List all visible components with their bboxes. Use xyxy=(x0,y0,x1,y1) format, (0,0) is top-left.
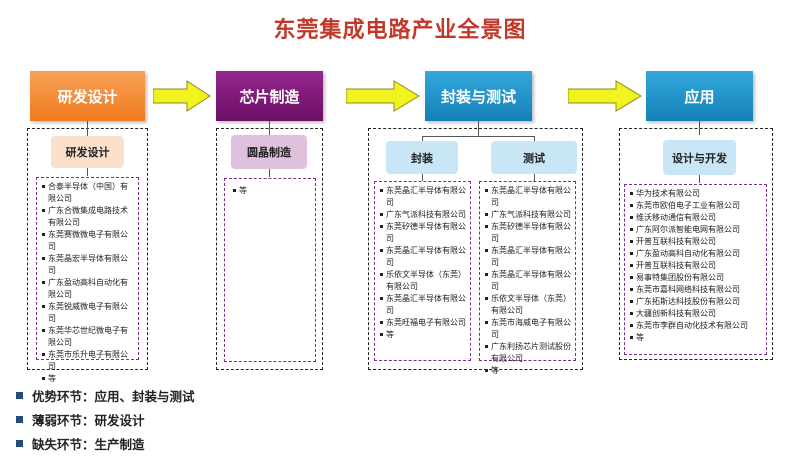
connector-line xyxy=(269,121,270,129)
company-list-item: 广东利扬芯片测试股份有限公司 xyxy=(485,341,573,365)
packaging-outer-box xyxy=(368,128,583,370)
design-company-list-box: 合泰半导体（中国）有限公司广东合微集成电路技术有限公司东莞赛微微电子有限公司东莞… xyxy=(36,177,139,383)
app-company-list: 华为技术有限公司东莞市欧伯电子工业有限公司维沃移动通信有限公司广东阿尔派智能电网… xyxy=(630,188,764,344)
company-list-item: 等 xyxy=(42,373,135,385)
stage-chip-manufacturing: 芯片制造 xyxy=(216,71,323,121)
company-list-item: 东莞市乐升电子有限公司 xyxy=(42,349,135,373)
packaging-sub-label: 封装 xyxy=(386,141,458,174)
company-list-item: 东莞锐威微电子有限公司 xyxy=(42,301,135,325)
company-list-item: 合泰半导体（中国）有限公司 xyxy=(42,181,135,205)
connector-line xyxy=(699,128,700,135)
company-list-item: 等 xyxy=(630,332,764,344)
design-sub-label: 研发设计 xyxy=(51,136,124,168)
legend-missing: 缺失环节：生产制造 xyxy=(16,434,145,453)
company-list-item: 乐依文半导体（东莞）有限公司 xyxy=(485,293,573,317)
wafer-company-list: 等 xyxy=(233,185,312,197)
connector-line xyxy=(699,175,700,183)
connector-line xyxy=(534,136,535,141)
stage-application: 应用 xyxy=(646,71,753,121)
company-list-item: 东莞市欧伯电子工业有限公司 xyxy=(630,200,764,212)
company-list-item: 东莞矽德半导体有限公司 xyxy=(380,221,468,245)
arrow-icon xyxy=(346,80,420,112)
company-list-item: 广东盈动高科自动化有限公司 xyxy=(42,277,135,301)
company-list-item: 东莞晶汇半导体有限公司 xyxy=(380,185,468,209)
company-list-item: 广东拓斯达科技股份有限公司 xyxy=(630,296,764,308)
app-sub-label-text: 设计与开发 xyxy=(672,151,727,165)
company-list-item: 广东气派科技有限公司 xyxy=(380,209,468,221)
stage-chip-manufacturing-label: 芯片制造 xyxy=(239,87,300,106)
connector-line xyxy=(422,136,534,137)
connector-line xyxy=(478,121,479,129)
connector-line xyxy=(269,128,270,135)
application-outer-box xyxy=(619,128,773,360)
connector-line xyxy=(478,128,479,136)
company-list-item: 等 xyxy=(233,185,312,197)
company-list-item: 等 xyxy=(485,365,573,377)
company-list-item: 开普互联科技有限公司 xyxy=(630,260,764,272)
square-bullet-icon xyxy=(16,416,23,423)
company-list-item: 东莞市嘉科网络科技有限公司 xyxy=(630,284,764,296)
company-list-item: 东莞晶宏半导体有限公司 xyxy=(42,253,135,277)
connector-line xyxy=(422,174,423,181)
connector-line xyxy=(269,169,270,177)
stage-packaging-testing-label: 封装与测试 xyxy=(440,87,516,106)
company-list-item: 东莞市海威电子有限公司 xyxy=(485,317,573,341)
wafer-sub-label-text: 圆晶制造 xyxy=(247,146,291,159)
company-list-item: 东莞赛微微电子有限公司 xyxy=(42,229,135,253)
legend-weak: 薄弱环节：研发设计 xyxy=(16,410,145,429)
company-list-item: 广东合微集成电路技术有限公司 xyxy=(42,205,135,229)
company-list-item: 乐依文半导体（东莞）有限公司 xyxy=(380,269,468,293)
stage-application-label: 应用 xyxy=(684,87,715,106)
square-bullet-icon xyxy=(16,440,23,447)
legend-weak-text: 薄弱环节：研发设计 xyxy=(32,413,145,428)
packaging-company-list: 东莞晶汇半导体有限公司广东气派科技有限公司东莞矽德半导体有限公司东莞晶汇半导体有… xyxy=(380,185,468,341)
testing-sub-label-text: 测试 xyxy=(523,151,545,165)
arrow-icon xyxy=(153,80,211,112)
page-title: 东莞集成电路产业全景图 xyxy=(273,18,527,43)
wafer-company-list-box: 等 xyxy=(224,178,316,362)
legend-advantage: 优势环节：应用、封装与测试 xyxy=(16,386,195,405)
company-list-item: 华为技术有限公司 xyxy=(630,188,764,200)
square-bullet-icon xyxy=(16,392,23,399)
connector-line xyxy=(87,128,88,136)
app-sub-label: 设计与开发 xyxy=(663,140,736,175)
legend-advantage-text: 优势环节：应用、封装与测试 xyxy=(32,389,195,404)
company-list-item: 东莞晶汇半导体有限公司 xyxy=(485,185,573,209)
company-list-item: 东莞矽德半导体有限公司 xyxy=(485,221,573,245)
arrow-icon xyxy=(568,80,642,112)
connector-line xyxy=(699,121,700,129)
company-list-item: 东莞市李群自动化技术有限公司 xyxy=(630,320,764,332)
company-list-item: 广东盈动高科自动化有限公司 xyxy=(630,248,764,260)
company-list-item: 易事特集团股份有限公司 xyxy=(630,272,764,284)
company-list-item: 东莞晶汇半导体有限公司 xyxy=(485,269,573,293)
packaging-sub-label-text: 封装 xyxy=(411,151,433,165)
connector-line xyxy=(534,174,535,181)
connector-line xyxy=(422,136,423,141)
testing-company-list: 东莞晶汇半导体有限公司广东气派科技有限公司东莞矽德半导体有限公司东莞晶汇半导体有… xyxy=(485,185,573,377)
company-list-item: 东莞旺福电子有限公司 xyxy=(380,317,468,329)
packaging-company-list-box: 东莞晶汇半导体有限公司广东气派科技有限公司东莞矽德半导体有限公司东莞晶汇半导体有… xyxy=(374,181,471,361)
design-company-list: 合泰半导体（中国）有限公司广东合微集成电路技术有限公司东莞赛微微电子有限公司东莞… xyxy=(42,181,135,385)
wafer-sub-label: 圆晶制造 xyxy=(231,135,307,169)
company-list-item: 广东气派科技有限公司 xyxy=(485,209,573,221)
company-list-item: 广东阿尔派智能电网有限公司 xyxy=(630,224,764,236)
company-list-item: 等 xyxy=(380,329,468,341)
company-list-item: 开普互联科技有限公司 xyxy=(630,236,764,248)
stage-design: 研发设计 xyxy=(30,71,145,121)
company-list-item: 东莞华芯世纪微电子有限公司 xyxy=(42,325,135,349)
stage-packaging-testing: 封装与测试 xyxy=(425,71,532,121)
app-company-list-box: 华为技术有限公司东莞市欧伯电子工业有限公司维沃移动通信有限公司广东阿尔派智能电网… xyxy=(624,184,767,355)
company-list-item: 东莞晶汇半导体有限公司 xyxy=(380,293,468,317)
testing-sub-label: 测试 xyxy=(491,141,577,174)
company-list-item: 东莞晶汇半导体有限公司 xyxy=(380,245,468,269)
connector-line xyxy=(87,121,88,129)
company-list-item: 维沃移动通信有限公司 xyxy=(630,212,764,224)
connector-line xyxy=(87,168,88,176)
design-sub-label-text: 研发设计 xyxy=(65,146,110,159)
testing-company-list-box: 东莞晶汇半导体有限公司广东气派科技有限公司东莞矽德半导体有限公司东莞晶汇半导体有… xyxy=(479,181,576,375)
company-list-item: 大疆创新科技有限公司 xyxy=(630,308,764,320)
legend-missing-text: 缺失环节：生产制造 xyxy=(32,437,145,452)
company-list-item: 东莞晶汇半导体有限公司 xyxy=(485,245,573,269)
stage-design-label: 研发设计 xyxy=(57,87,118,106)
